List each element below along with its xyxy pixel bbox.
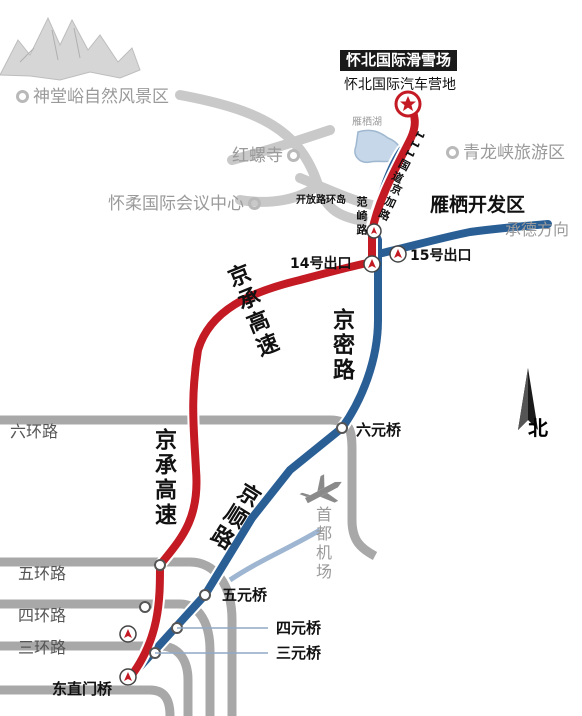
- siyuan-bridge-label: 四元桥: [276, 619, 322, 637]
- fourth-ring-road: [0, 599, 215, 716]
- airplane-icon: [299, 474, 342, 504]
- poi-hongluosi: 红螺寺: [232, 148, 304, 165]
- mountain-brush-icon: [0, 16, 141, 81]
- sixth-ring-label: 六环路: [10, 422, 59, 441]
- fanqi-label: 范崎路: [355, 196, 368, 238]
- north-arrow-icon: [518, 368, 538, 430]
- lake-label: 雁栖湖: [352, 117, 382, 128]
- chengde-direction-label: 承德方向: [505, 220, 570, 239]
- poi-circle-icon: [287, 149, 300, 162]
- fifth-ring-label: 五环路: [18, 564, 67, 583]
- jingmi-label: 京密路: [329, 308, 354, 383]
- sanyuan-bridge-label: 三元桥: [276, 644, 322, 662]
- destination-subtitle: 怀北国际汽车营地: [344, 77, 456, 93]
- road-node-icon: [139, 422, 348, 659]
- north-label: 北: [528, 416, 548, 440]
- destination-title: 怀北国际滑雪场: [340, 50, 458, 71]
- poi-qinglongxia: 青龙峡旅游区: [446, 145, 565, 162]
- second-ring-road: [0, 685, 175, 716]
- star-icon: [394, 90, 422, 118]
- wuyuan-bridge-label: 五元桥: [222, 586, 268, 604]
- poi-label: 青龙峡旅游区: [463, 143, 565, 163]
- poi-circle-icon: [16, 90, 29, 103]
- fourth-ring-label: 四环路: [18, 606, 67, 625]
- highway-junction-icon: [119, 223, 407, 686]
- jingcheng-route-casing: [122, 98, 421, 686]
- dev-zone-label: 雁栖开发区: [430, 194, 526, 216]
- airport-label: 首都机场: [313, 506, 332, 582]
- exit-15-label: 15号出口: [410, 248, 472, 264]
- poi-label: 怀柔国际会议中心: [108, 194, 244, 214]
- dongzhimen-bridge-label: 东直门桥: [52, 680, 113, 698]
- jingcheng-lower-label: 京承高速: [151, 428, 176, 528]
- poi-label: 神堂峪自然风景区: [33, 87, 169, 107]
- exit-14-label: 14号出口: [290, 256, 352, 272]
- poi-shentangyu: 神堂峪自然风景区: [16, 89, 169, 106]
- poi-label: 红螺寺: [232, 146, 283, 166]
- poi-huairou-center: 怀柔国际会议中心: [108, 196, 265, 213]
- poi-circle-icon: [248, 197, 261, 210]
- poi-circle-icon: [446, 146, 459, 159]
- airport-road: [228, 527, 322, 583]
- third-ring-label: 三环路: [18, 638, 67, 657]
- jingcheng-route-line: [124, 100, 419, 684]
- bridge-leaders: [155, 627, 268, 654]
- liuyuan-bridge-label: 六元桥: [356, 421, 402, 439]
- kaifang-ring-label: 开放路环岛: [296, 195, 346, 206]
